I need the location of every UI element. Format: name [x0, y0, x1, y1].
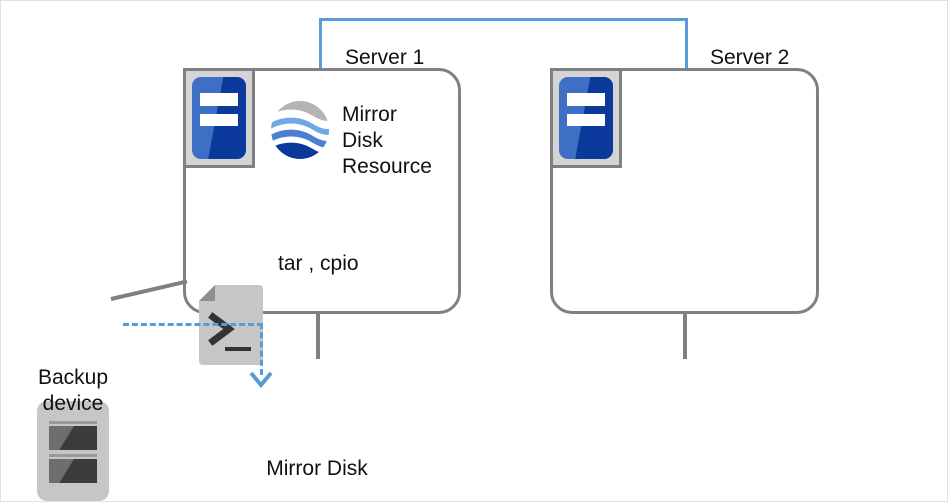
interconnect-right-drop — [685, 18, 688, 71]
arrow-down-icon — [249, 371, 273, 389]
backup-flow-arrowhead — [249, 369, 273, 389]
backup-device-label: Backup device — [37, 366, 109, 415]
backup-device-segment-bottom — [48, 459, 98, 483]
backup-device-divider-top — [48, 421, 98, 424]
backup-flow-horizontal — [123, 323, 263, 326]
backup-flow-vertical — [260, 323, 263, 375]
server2-to-disk-link — [683, 314, 687, 359]
backup-device-segment-top — [48, 426, 98, 450]
server-icon-bar-bottom — [199, 113, 239, 127]
mirror-disk-label: Mirror Disk — [266, 457, 368, 480]
server-1-label: Server 1 — [345, 46, 425, 69]
server-2-label: Server 2 — [710, 46, 790, 69]
server-icon-bar-top — [566, 93, 606, 106]
backup-to-server1-link — [110, 279, 188, 301]
server-2-box — [550, 68, 819, 314]
mirror-disk-resource-icon — [269, 99, 331, 161]
backup-device-divider-mid — [48, 454, 98, 457]
interconnect-top-segment — [319, 18, 688, 21]
server-icon-bar-top — [199, 93, 239, 106]
archive-tools-label: tar , cpio — [278, 252, 359, 275]
mirror-disk-resource-label: Mirror Disk Resource — [342, 103, 432, 178]
server-icon-body — [192, 77, 246, 159]
server-icon-body — [559, 77, 613, 159]
server1-to-disk-link — [316, 314, 320, 359]
server-2-icon — [550, 68, 622, 168]
server-1-box — [183, 68, 461, 314]
server-1-icon — [183, 68, 255, 168]
backup-device-icon — [37, 401, 109, 501]
globe-icon — [271, 101, 329, 159]
server-icon-bar-bottom — [566, 113, 606, 127]
interconnect-left-drop — [319, 18, 322, 71]
